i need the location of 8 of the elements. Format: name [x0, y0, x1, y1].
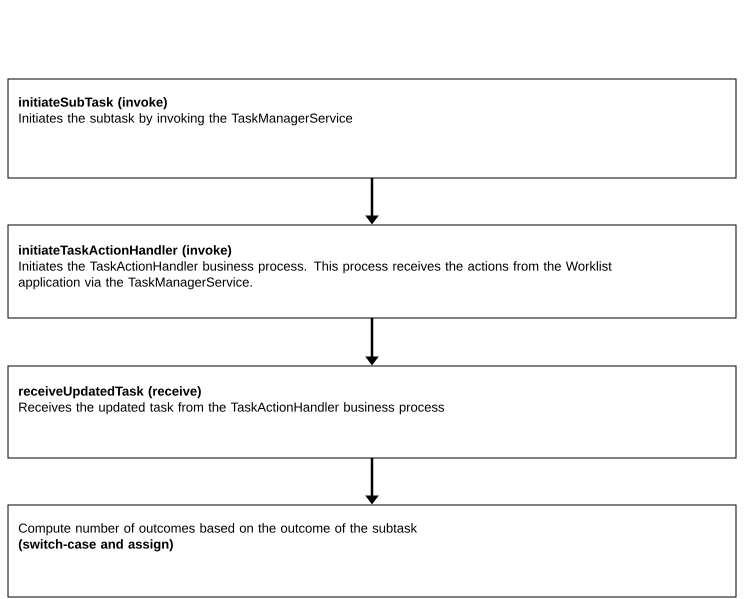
box-text: Initiates the TaskActionHandler business process. This process receives the actions from the Worklist application via the TaskManagerService.: [18, 261, 612, 290]
box-heading: initiateSubTask (invoke): [19, 97, 167, 110]
box-heading: initiateTaskActionHandler (invoke): [19, 245, 232, 258]
box-note: (switch-case and assign): [18, 539, 173, 552]
box-text: Receives the updated task from the TaskActionHandler business process: [19, 402, 444, 414]
box-heading: receiveUpdatedTask (receive): [19, 386, 201, 398]
box-text: Initiates the subtask by invoking the TaskManagerService: [19, 113, 352, 126]
box-text: Compute number of outcomes based on the outcome of the subtask: [18, 523, 418, 536]
